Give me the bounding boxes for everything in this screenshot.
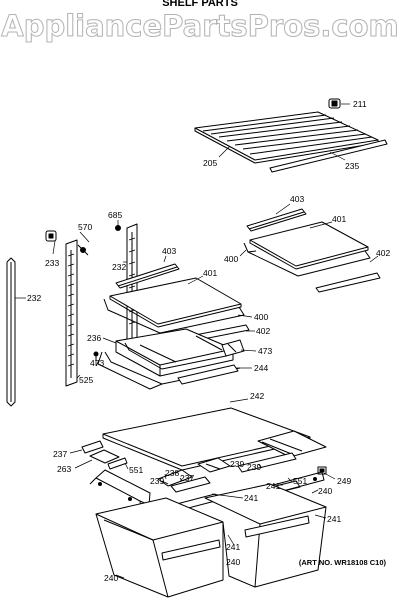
callout-labels: 211 205 235 403 401 400 402 570 685 233 … [27, 99, 390, 583]
leader-lines [15, 103, 379, 579]
callout-232-center: 232 [112, 262, 126, 272]
callout-242: 242 [250, 391, 264, 401]
callout-401-right: 401 [332, 214, 346, 224]
rail-232-left [6, 257, 16, 407]
callout-240-bottom-left: 240 [104, 573, 118, 583]
crisper-drawer-240-left [95, 497, 224, 598]
callout-402-right: 402 [376, 248, 390, 258]
callout-239-right: 239 [247, 462, 261, 472]
glide-551-left [107, 457, 128, 470]
callout-551-left: 551 [129, 465, 143, 475]
shelf-trim-402-right [315, 272, 381, 293]
slide-rail-473-right [221, 339, 245, 357]
glass-shelf-401-right [249, 221, 369, 270]
cover-frame-right [257, 430, 327, 458]
callout-241-bottom: 241 [226, 542, 240, 552]
support-237-left [81, 440, 104, 454]
callout-237-left: 237 [53, 449, 67, 459]
slide-rail-473-left [93, 351, 99, 361]
callout-239-center: 239 [230, 459, 244, 469]
callout-400-center: 400 [254, 312, 268, 322]
callout-205: 205 [203, 158, 217, 168]
callout-249: 249 [337, 476, 351, 486]
callout-473-right: 473 [258, 346, 272, 356]
art-number: (ART NO. WR18108 C10) [298, 558, 386, 567]
callout-241-right: 241 [266, 481, 280, 491]
callout-241-far-right: 241 [327, 514, 341, 524]
page-title: SHELF PARTS [162, 0, 238, 9]
watermark-logo: AppliancePartsPros.com [1, 9, 399, 44]
callout-263: 263 [57, 464, 71, 474]
callout-525: 525 [79, 375, 93, 385]
callout-244: 244 [254, 363, 268, 373]
callout-403-center: 403 [162, 246, 176, 256]
shelf-frame-403-center [115, 263, 180, 289]
callout-570: 570 [78, 222, 92, 232]
shelf-frame-403-right [246, 208, 307, 232]
callout-232-left: 232 [27, 293, 41, 303]
callout-236: 236 [87, 333, 101, 343]
shelf-trim-235 [269, 139, 388, 173]
callout-239-left: 239 [150, 476, 164, 486]
callout-473-left: 473 [90, 358, 104, 368]
callout-238: 238 [165, 468, 179, 478]
callout-237-center: 237 [180, 473, 194, 483]
callout-233: 233 [45, 258, 59, 268]
callout-240-right: 240 [226, 557, 240, 567]
callout-402-center: 402 [256, 326, 270, 336]
support-bracket-233 [45, 230, 57, 242]
callout-400-right: 400 [224, 254, 238, 264]
callout-403-right: 403 [290, 194, 304, 204]
callout-685: 685 [108, 210, 122, 220]
callout-241-center: 241 [244, 493, 258, 503]
support-263 [89, 449, 120, 464]
shelf-rail-211 [328, 98, 341, 109]
callout-551-right: 551 [293, 476, 307, 486]
screw-570 [77, 244, 89, 256]
ladder-rail-left [65, 239, 78, 387]
callout-401-center: 401 [203, 268, 217, 278]
callout-240-right-top: 240 [318, 486, 332, 496]
divider-239 [237, 452, 297, 473]
drawer-frame-244 [97, 351, 241, 390]
callout-235: 235 [345, 161, 359, 171]
bracket-237-center [170, 476, 211, 493]
glass-shelf-401-center [109, 277, 242, 328]
bracket-238 [157, 469, 193, 487]
wire-shelf-205 [194, 111, 379, 164]
shelf-frame-400-right [243, 242, 371, 277]
callout-211: 211 [353, 99, 367, 109]
crisper-drawer-240-right [204, 483, 327, 588]
